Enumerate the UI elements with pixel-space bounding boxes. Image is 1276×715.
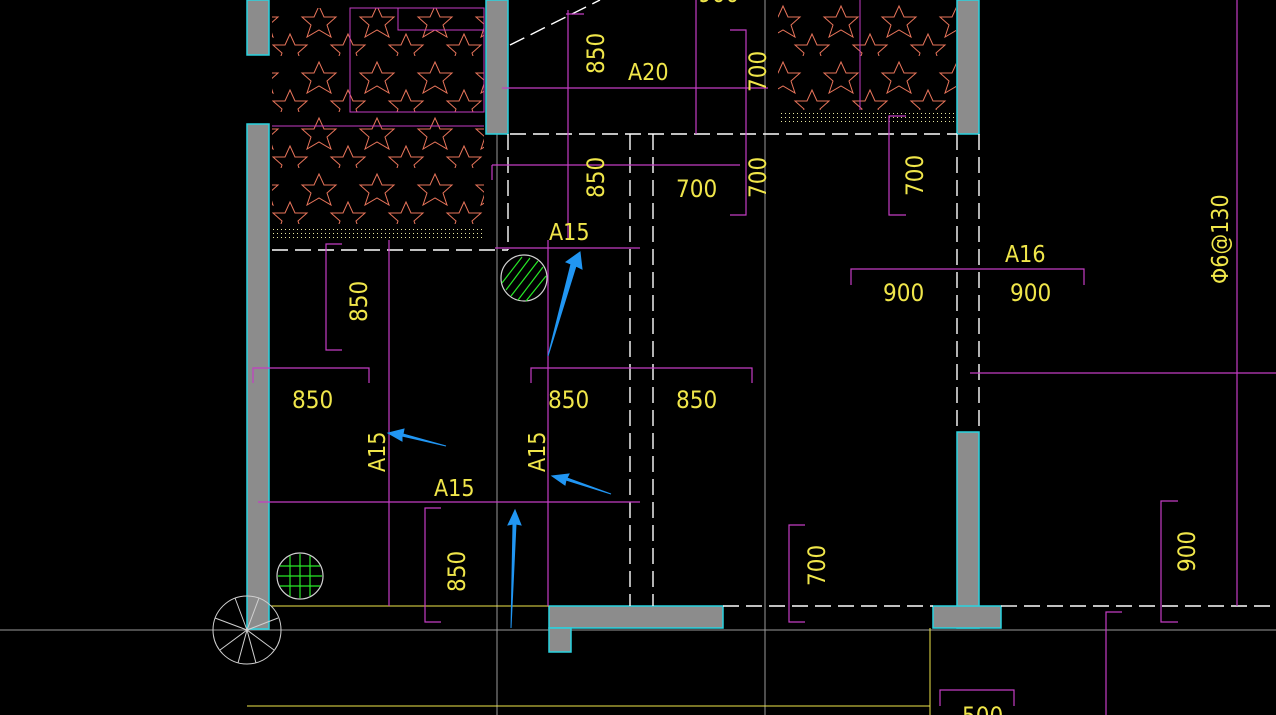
annotation-arrows [386,251,612,629]
label-a20: A20 [628,60,668,86]
star-hatch-regions [272,0,956,240]
dim-partial-bottom: 500 [962,702,1003,715]
label-a15-left-vert: A15 [365,432,391,472]
label-a16: A16 [1005,242,1045,268]
dim-850-mid-vert: 850 [582,157,610,198]
diagonal-hatch-hole [500,254,548,302]
origin-compass-symbol [212,595,282,665]
dim-700-horiz: 700 [676,175,717,203]
arrow-icon [547,251,583,357]
label-a15-horiz: A15 [434,476,474,502]
dim-850-left-horiz: 850 [292,386,333,414]
dimension-texts-vertical: 850 850 850 850 700 700 700 700 900 [345,33,1201,592]
dim-850-center-b: 850 [676,386,717,414]
dim-850-bottom-vert: 850 [443,551,471,592]
label-a15-top: A15 [549,220,589,246]
arrow-icon [386,428,447,447]
dim-900-a: 900 [883,279,924,307]
dim-700-vert-b: 700 [744,157,772,198]
dim-700-vert-bottom: 700 [803,545,831,586]
arrow-icon [550,473,612,495]
dashed-lines [272,0,1276,607]
dimension-texts: 850 850 850 700 900 900 900 500 [292,0,1051,715]
dimension-lines [252,0,1276,715]
dim-700-vert-c: 700 [901,155,929,196]
dim-900-b: 900 [1010,279,1051,307]
label-a15-mid-vert: A15 [525,432,551,472]
dim-900-vert-right: 900 [1173,531,1201,572]
yellow-lines [247,605,931,715]
label-rebar-spec: Φ6@130 [1208,194,1234,284]
dim-700-vert-a: 700 [744,51,772,92]
dim-850-left-vert: 850 [345,281,373,322]
component-labels: A20 A15 A15 A16 A15 A15 Φ6@130 [365,60,1234,502]
arrow-icon [507,508,522,629]
walls [246,0,1002,653]
dim-partial-top: 900 [698,0,739,8]
dim-850-center-a: 850 [548,386,589,414]
grid-hatch-hole [276,552,324,600]
dim-850-top-vert: 850 [582,33,610,74]
